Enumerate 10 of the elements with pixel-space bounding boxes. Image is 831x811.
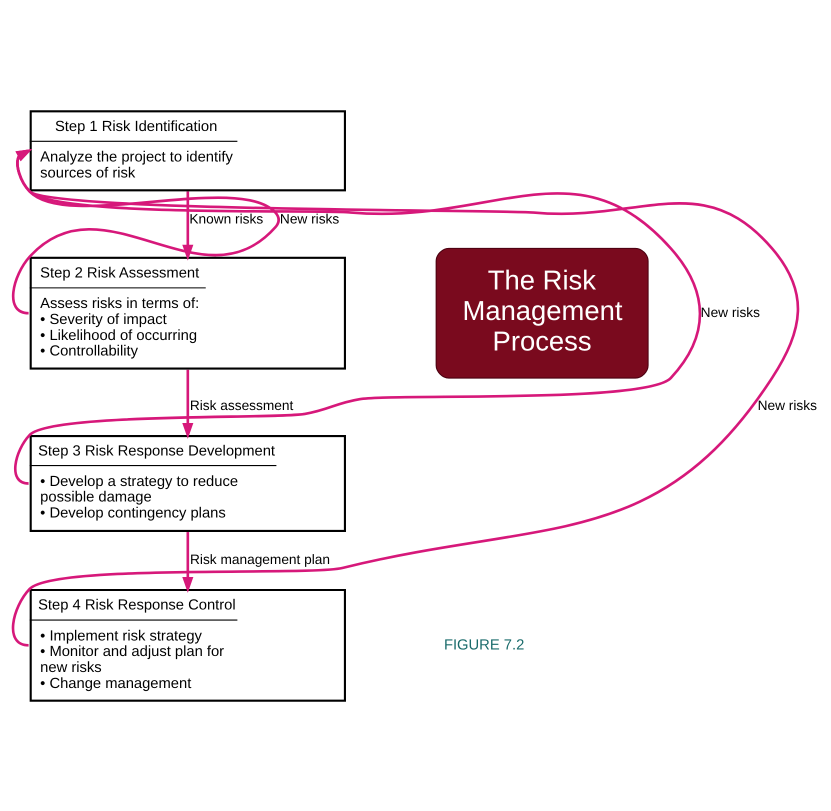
node-box: The Risk Management Process: [436, 247, 649, 378]
edge-label: Risk management plan: [190, 552, 330, 567]
label: FIGURE 7.2: [444, 636, 524, 653]
edge-label: New risks: [700, 304, 760, 320]
arrow: [182, 369, 194, 438]
edge-label: New risks: [280, 210, 340, 226]
arrow: [182, 532, 194, 592]
edge-label: Risk assessment: [190, 398, 294, 413]
edge-label: Known risks: [189, 210, 264, 226]
edge-label: New risks: [758, 398, 817, 413]
